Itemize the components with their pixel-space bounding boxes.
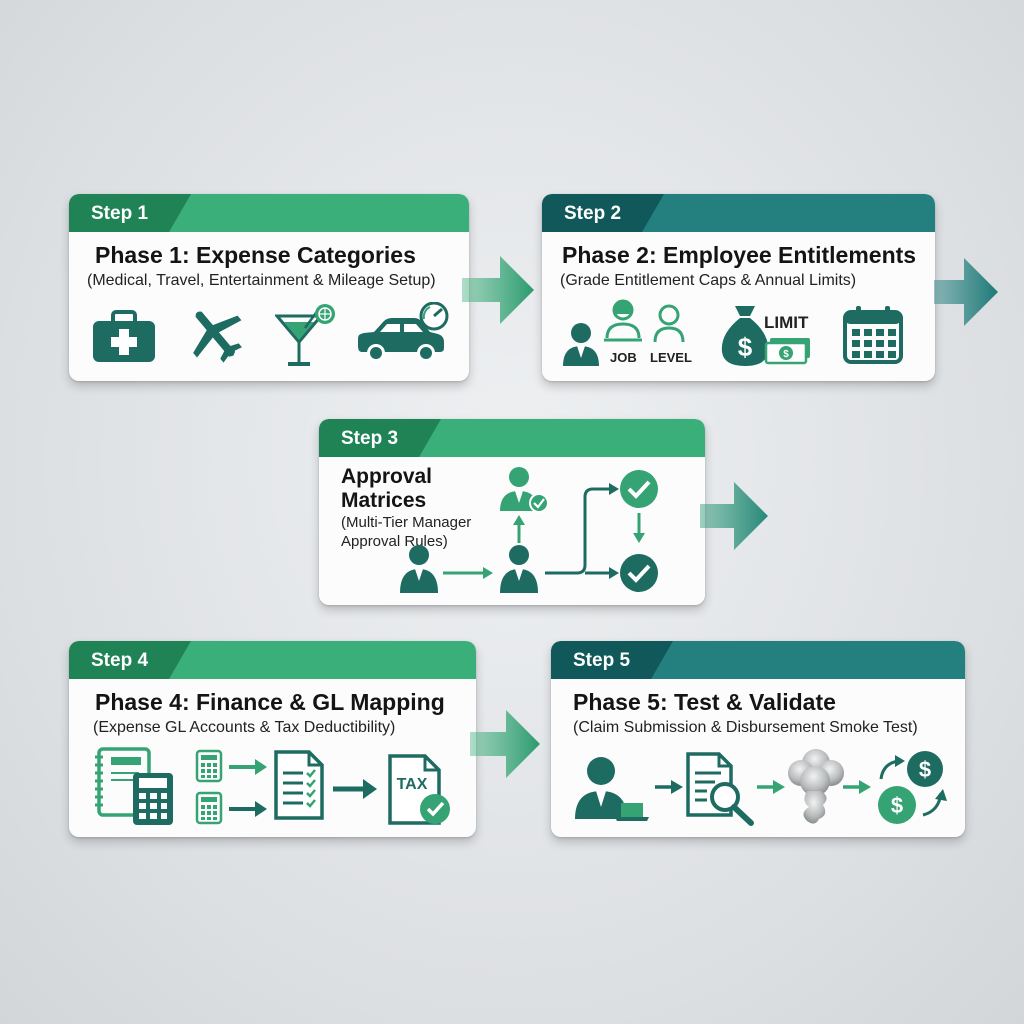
svg-text:$: $	[919, 757, 931, 782]
step-3-tab	[319, 419, 441, 457]
step-3-title-line1: Approval	[341, 465, 433, 488]
car-speedometer-icon	[358, 302, 449, 362]
tax-document-icon: TAX	[388, 754, 450, 825]
step-4-subtitle: (Expense GL Accounts & Tax Deductibility…	[93, 719, 396, 736]
step-1-tab	[69, 194, 191, 232]
arrow-right-icon	[333, 779, 377, 799]
tax-label: TAX	[397, 776, 428, 793]
step-5-subtitle: (Claim Submission & Disbursement Smoke T…	[573, 719, 918, 736]
step-5-header: Step 5	[551, 641, 965, 679]
approval-flow-diagram	[400, 467, 658, 593]
level-person-icon	[653, 304, 685, 342]
checklist-document-icon	[274, 750, 324, 820]
step-2-title: Phase 2: Employee Entitlements	[562, 242, 917, 268]
senior-manager-icon	[500, 467, 549, 513]
step-3-card: Step 3 Approval Matrices (Multi-Tier Man…	[319, 419, 705, 605]
limit-label: LIMIT	[764, 313, 809, 332]
arrow-right-icon	[843, 780, 871, 794]
step-3-subtitle-line1: (Multi-Tier Manager	[341, 514, 472, 531]
step-1-label: Step 1	[91, 203, 149, 224]
step-1-subtitle: (Medical, Travel, Entertainment & Mileag…	[87, 272, 436, 289]
document-search-icon	[686, 752, 754, 826]
step-4-tab	[69, 641, 191, 679]
step-1-header: Step 1	[69, 194, 469, 232]
check-icon	[620, 554, 658, 592]
arrow-right-icon	[229, 759, 267, 775]
user-laptop-icon	[575, 757, 649, 821]
step-3-label: Step 3	[341, 428, 399, 449]
calendar-icon	[843, 306, 903, 364]
calculator-icon	[195, 749, 223, 783]
step-4-label: Step 4	[91, 650, 149, 671]
step-3-title-line2: Matrices	[341, 489, 427, 512]
airplane-icon	[193, 311, 242, 363]
cocktail-icon	[275, 304, 335, 366]
arrow-right-icon	[757, 780, 785, 794]
step-2-label: Step 2	[564, 203, 622, 224]
money-exchange-icon: $ $	[878, 751, 947, 824]
step-1-card: Step 1 Phase 1: Expense Categories (Medi…	[69, 194, 469, 381]
employee-icon	[563, 323, 599, 366]
arrow-1-to-2	[462, 256, 534, 324]
smoke-icon	[788, 749, 844, 824]
step-4-title: Phase 4: Finance & GL Mapping	[95, 689, 445, 715]
calculator-icon	[133, 773, 173, 825]
check-icon	[620, 470, 658, 508]
arrow-3-out	[700, 482, 768, 550]
step-4-card: Step 4 Phase 4: Finance & GL Mapping (Ex…	[69, 641, 476, 837]
step-5-card: Step 5 Phase 5: Test & Validate (Claim S…	[551, 641, 965, 837]
step-2-card: Step 2 Phase 2: Employee Entitlements (G…	[542, 194, 935, 381]
step-1-title: Phase 1: Expense Categories	[95, 242, 416, 268]
step-5-tab	[551, 641, 673, 679]
level-label: LEVEL	[650, 350, 692, 365]
arrow-2-out	[934, 258, 998, 326]
step-3-header: Step 3	[319, 419, 705, 457]
svg-text:$: $	[738, 332, 753, 362]
requester-icon	[400, 545, 438, 593]
calculator-icon	[195, 791, 223, 825]
arrow-right-icon	[229, 801, 267, 817]
job-person-icon	[604, 299, 642, 342]
medical-kit-icon	[93, 310, 155, 362]
job-label: JOB	[610, 350, 637, 365]
svg-text:$: $	[891, 793, 903, 818]
step-5-title: Phase 5: Test & Validate	[573, 689, 836, 715]
money-bag-icon: $	[721, 306, 769, 366]
arrow-right-icon	[655, 780, 683, 794]
step-4-header: Step 4	[69, 641, 476, 679]
step-2-header: Step 2	[542, 194, 935, 232]
cash-icon: $	[764, 338, 810, 365]
manager-icon	[500, 545, 538, 593]
arrow-4-to-5	[470, 710, 540, 778]
step-2-subtitle: (Grade Entitlement Caps & Annual Limits)	[560, 272, 857, 289]
step-5-label: Step 5	[573, 650, 631, 671]
svg-text:$: $	[783, 349, 789, 360]
step-2-tab	[542, 194, 664, 232]
